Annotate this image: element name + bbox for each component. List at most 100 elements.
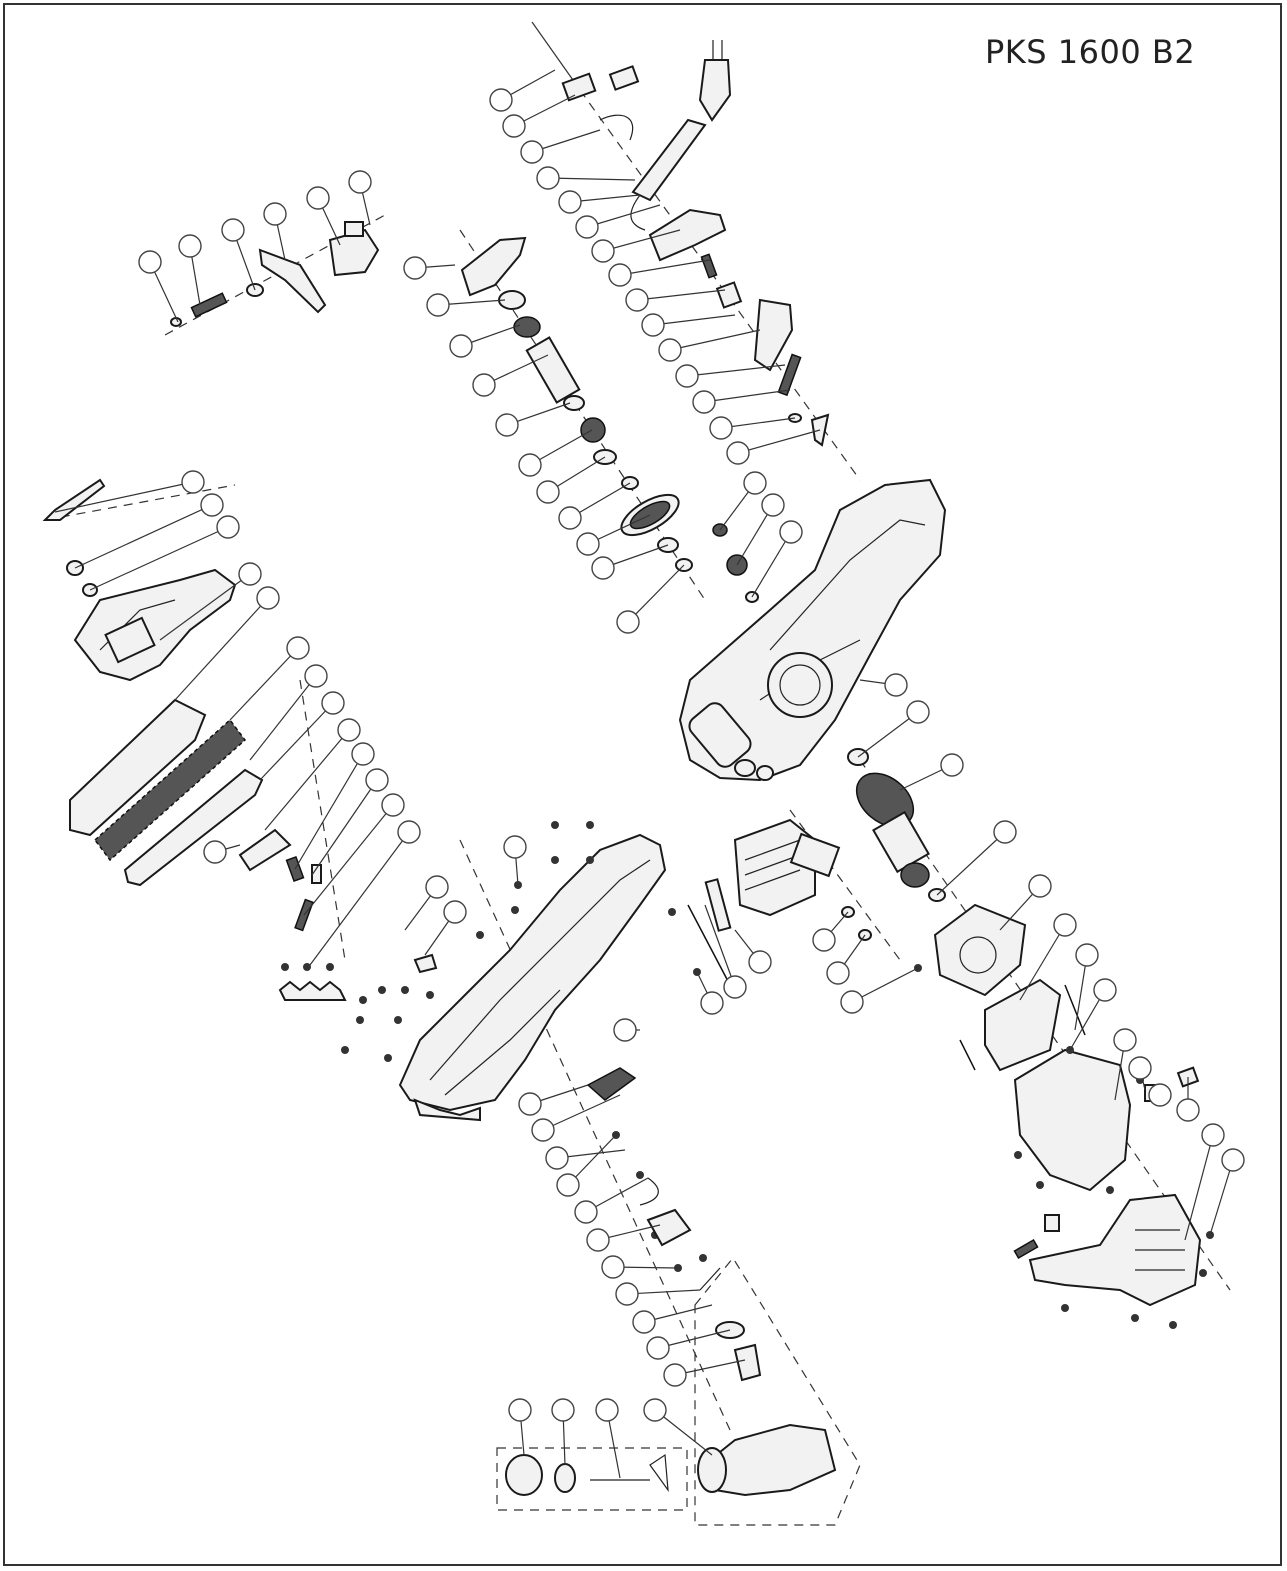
- callout-leader-48: [309, 831, 410, 966]
- callout-bubble-81: [632, 1310, 656, 1334]
- callout-bubble-52: [503, 835, 527, 859]
- callout-bubble-79: [601, 1255, 625, 1279]
- callout-leader-32: [627, 564, 685, 623]
- callout-bubble-38: [216, 515, 240, 539]
- callout-bubble-50: [425, 875, 449, 899]
- callout-leader-10: [652, 314, 736, 326]
- callout-leader-74: [542, 1094, 621, 1131]
- callout-leader-82: [657, 1329, 731, 1349]
- callout-leader-15: [737, 429, 821, 454]
- callout-bubble-3: [520, 140, 544, 164]
- callout-bubble-69: [840, 990, 864, 1014]
- callout-bubble-6: [575, 215, 599, 239]
- callout-bubble-34: [761, 493, 785, 517]
- callout-leader-47: [303, 804, 394, 916]
- callout-bubble-42: [304, 664, 328, 688]
- callout-bubble-32: [616, 610, 640, 634]
- callout-leader-38: [89, 526, 229, 591]
- callout-leader-12: [686, 364, 786, 377]
- callout-leader-87: [654, 1409, 713, 1456]
- callout-bubble-22: [403, 256, 427, 280]
- callout-leader-77: [585, 1177, 649, 1213]
- callout-leader-36: [54, 481, 194, 513]
- callout-bubble-65: [1201, 1123, 1225, 1147]
- callout-bubble-82: [646, 1336, 670, 1360]
- motor-armature: [847, 748, 1132, 1192]
- callout-leader-3: [531, 129, 601, 153]
- callout-leader-56: [936, 831, 1006, 896]
- callout-bubble-66: [1221, 1148, 1245, 1172]
- callout-bubble-87: [643, 1398, 667, 1422]
- callout-bubble-36: [181, 470, 205, 494]
- callout-bubble-59: [1075, 943, 1099, 967]
- callout-bubble-86: [595, 1398, 619, 1422]
- callout-leader-41: [229, 647, 299, 721]
- callout-leader-5: [569, 194, 641, 203]
- callout-bubble-2: [502, 114, 526, 138]
- callout-leader-13: [703, 389, 791, 403]
- callout-leader-58: [1019, 924, 1066, 1001]
- callout-bubble-78: [586, 1228, 610, 1252]
- callout-bubble-40: [256, 586, 280, 610]
- callout-bubble-7: [591, 239, 615, 263]
- callout-leader-37: [74, 504, 213, 569]
- callout-bubble-71: [723, 975, 747, 999]
- callout-bubble-60: [1093, 978, 1117, 1002]
- callout-bubble-39: [238, 562, 262, 586]
- callout-bubble-24: [449, 334, 473, 358]
- callout-leader-83: [674, 1359, 746, 1376]
- trigger-assembly: [170, 221, 380, 327]
- callout-bubble-67: [812, 928, 836, 952]
- callout-bubble-64: [1176, 1098, 1200, 1122]
- callout-bubble-30: [576, 532, 600, 556]
- callout-bubble-41: [286, 636, 310, 660]
- callout-leader-39: [159, 573, 251, 641]
- callout-bubble-13: [692, 390, 716, 414]
- callout-bubble-15: [726, 441, 750, 465]
- callout-leader-44: [264, 729, 350, 831]
- callout-bubble-73: [518, 1092, 542, 1116]
- callout-leader-66: [1209, 1159, 1234, 1236]
- diagram-frame: [3, 3, 1282, 1566]
- brush-holder: [687, 818, 872, 986]
- callout-bubble-85: [551, 1398, 575, 1422]
- callout-bubble-51: [443, 900, 467, 924]
- callout-bubble-72: [700, 991, 724, 1015]
- callout-bubble-8: [608, 263, 632, 287]
- callout-leader-35: [751, 531, 792, 598]
- callout-bubble-61: [1113, 1028, 1137, 1052]
- power-cord-assembly: [561, 40, 830, 447]
- callout-bubble-12: [675, 364, 699, 388]
- callout-bubble-28: [536, 480, 560, 504]
- callout-bubble-23: [426, 293, 450, 317]
- callout-bubble-48: [397, 820, 421, 844]
- callout-bubble-68: [826, 961, 850, 985]
- callout-leader-59: [1074, 954, 1088, 1031]
- callout-leader-9: [636, 289, 726, 301]
- callout-bubble-47: [381, 793, 405, 817]
- callout-bubble-27: [518, 453, 542, 477]
- callout-bubble-76: [556, 1173, 580, 1197]
- callout-bubble-43: [321, 691, 345, 715]
- callout-bubble-31: [591, 556, 615, 580]
- callout-leader-25: [483, 354, 549, 386]
- callout-bubble-44: [337, 718, 361, 742]
- callout-leader-4: [547, 177, 636, 181]
- callout-bubble-63: [1148, 1083, 1172, 1107]
- callout-bubble-74: [531, 1118, 555, 1142]
- callout-leader-6: [586, 204, 661, 228]
- callout-bubble-19: [263, 202, 287, 226]
- callout-bubble-16: [138, 250, 162, 274]
- callout-bubble-57: [1028, 874, 1052, 898]
- callout-leader-14: [720, 417, 796, 429]
- callout-leader-45: [294, 753, 364, 870]
- callout-leader-7: [602, 229, 681, 252]
- callout-bubble-45: [351, 742, 375, 766]
- callout-bubble-53: [884, 673, 908, 697]
- callout-leader-54: [857, 711, 919, 758]
- callout-bubble-46: [365, 768, 389, 792]
- callout-bubble-26: [495, 413, 519, 437]
- housing-half-right: [678, 478, 947, 782]
- callout-bubble-35: [779, 520, 803, 544]
